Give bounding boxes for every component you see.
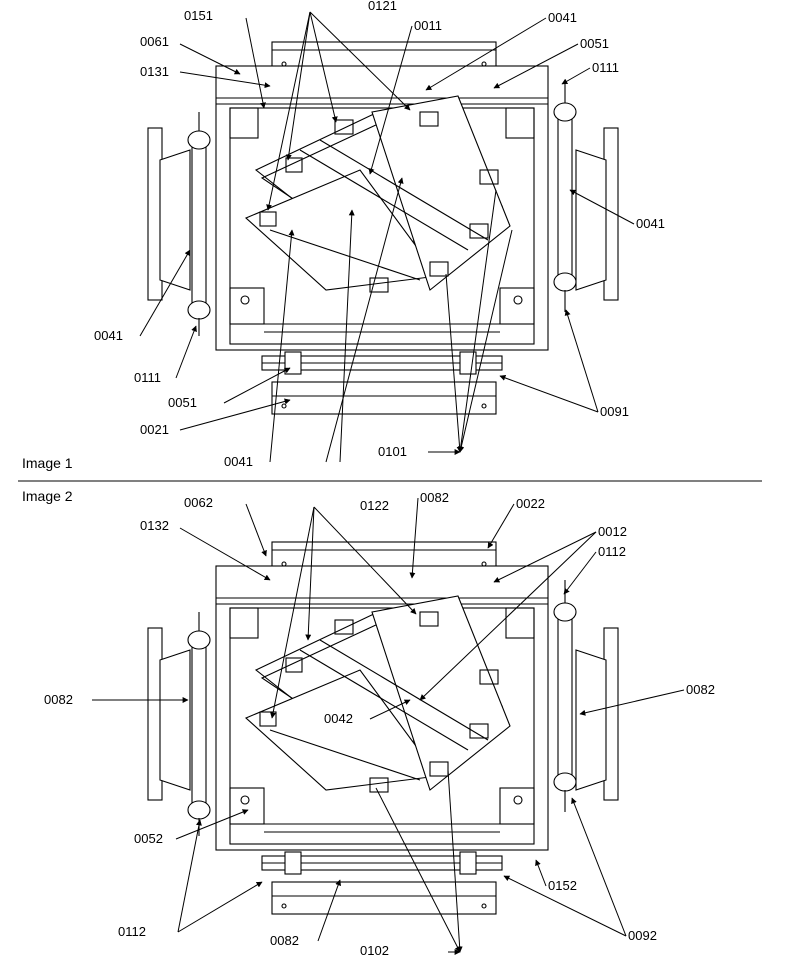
image1-label-0011: 0011 [414,18,442,33]
image2-leader-0122 [305,506,315,641]
image2-leader-0092 [571,797,627,937]
image2-label-0082: 0082 [420,490,449,505]
image1-label-0111: 0111 [134,370,161,385]
image1-leader-0151 [245,17,266,109]
image2-caption: Image 2 [22,488,73,504]
image2-leader-0132 [179,527,271,581]
image1-label-0151: 0151 [184,8,213,23]
image1-leader-0121 [285,11,311,161]
image1-label-0131: 0131 [140,64,169,79]
image1-label-0121: 0121 [368,0,397,13]
image2-label-0082: 0082 [44,692,73,707]
image2-label-0082: 0082 [686,682,715,697]
image1-label-0091: 0091 [600,404,629,419]
image1-label-0021: 0021 [140,422,169,437]
image2-leader-0052 [175,809,249,840]
image1-leader-0101 [457,189,497,453]
image1-leader-0041 [139,249,191,337]
image1-leader-0041 [325,177,404,463]
image2-leader-0012 [419,531,597,701]
image2-leader-0102 [447,769,463,953]
image1-label-0041: 0041 [94,328,123,343]
image2-label-0062: 0062 [184,495,213,510]
image2-leader-0082 [317,879,341,942]
image1-leader-0041 [569,189,635,225]
image2-leader-0112 [563,551,597,595]
image1-label-0051: 0051 [168,395,197,410]
image1-leader-0021 [179,398,291,431]
image1-leader-0061 [179,43,241,75]
image1-leader-0041 [425,17,547,91]
image2-label-0122: 0122 [360,498,389,513]
image1-label-0041: 0041 [224,454,253,469]
image2-assembly-drawing [147,541,619,915]
image2-leader-0082 [579,689,685,716]
image1-leader-0051 [493,43,579,89]
image2-leader-0092 [503,875,627,937]
image1-leader-0051 [223,367,291,404]
image2-leader-0062 [245,503,267,557]
image2-label-0022: 0022 [516,496,545,511]
image2-leader-0112 [177,881,263,933]
image2-label-0042: 0042 [324,711,353,726]
image2-label-0082: 0082 [270,933,299,948]
image2-leader-0042 [369,699,411,720]
image2-label-0112: 0112 [598,544,626,559]
image2-label-0112: 0112 [118,924,146,939]
image1-leader-0101 [445,273,463,453]
image2-label-0102: 0102 [360,943,389,958]
image1-leader-0121 [266,11,311,211]
image1-caption: Image 1 [22,455,73,471]
reference-labels: 0151 0121 0011 0041 0061 0051 0131 0111 0041 0041… [44,0,715,958]
image1-label-0051: 0051 [580,36,609,51]
image1-label-0041: 0041 [548,10,577,25]
image2-leader-0012 [493,531,597,583]
image1-leader-0041 [339,209,355,463]
image2-leader-0102 [375,787,461,953]
leader-lines [92,11,685,955]
image1-leader-0091 [499,375,599,413]
image1-leader-0091 [564,309,599,413]
image1-leader-0131 [179,71,271,89]
image2-leader-0082 [409,497,419,579]
image2-leader-0112 [177,819,202,933]
image2-leader-0022 [487,503,515,549]
image1-leader-0041 [269,229,295,463]
image1-label-0061: 0061 [140,34,169,49]
image1-leader-0011 [368,25,413,175]
image2-leader-0122 [270,506,315,719]
image2-label-0132: 0132 [140,518,169,533]
image2-label-0152: 0152 [548,878,577,893]
image1-label-0111: 0111 [592,60,619,75]
image1-leader-0121 [309,11,411,111]
image2-label-0092: 0092 [628,928,657,943]
image1-leader-0111 [175,325,197,379]
image1-assembly-drawing [147,41,619,415]
image1-leader-0121 [309,11,338,123]
image1-label-0041: 0041 [636,216,665,231]
image2-leader-0122 [313,506,417,615]
image1-leader-0101 [458,229,513,453]
image2-label-0012: 0012 [598,524,627,539]
image1-label-0101: 0101 [378,444,407,459]
image1-leader-0111 [561,67,591,85]
image2-label-0052: 0052 [134,831,163,846]
image2-leader-0152 [535,859,547,887]
